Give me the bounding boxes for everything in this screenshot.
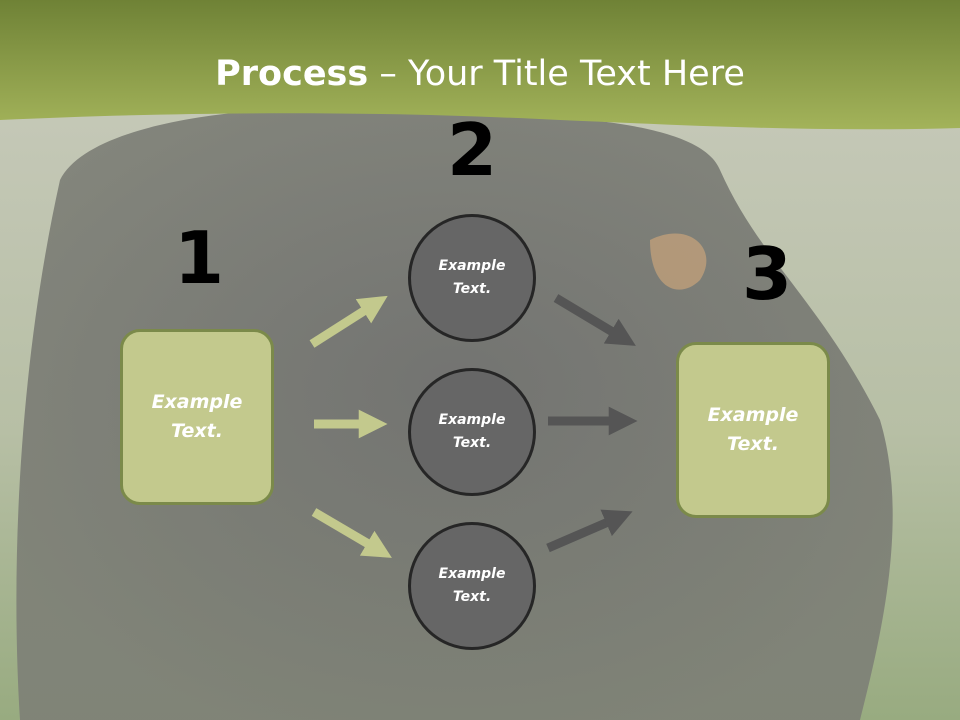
arrow-top-to-3 xyxy=(553,294,636,346)
step-2-circle-middle: Example Text. xyxy=(408,368,536,496)
arrow-bottom-to-3 xyxy=(546,509,633,553)
arrow-1-to-bottom xyxy=(311,508,392,558)
step-1-text: Example Text. xyxy=(151,391,243,442)
step-2-circle-text: Example Text. xyxy=(438,412,506,451)
step-2-circle-text: Example Text. xyxy=(438,566,506,605)
step-3-box: Example Text. xyxy=(676,342,830,518)
page-title: Process – Your Title Text Here xyxy=(0,52,960,96)
arrow-1-to-top xyxy=(309,295,388,348)
step-3-text: Example Text. xyxy=(707,404,799,455)
step-2-circle-text: Example Text. xyxy=(438,258,506,297)
step-number-2: 2 xyxy=(446,108,498,192)
step-2-circle-top: Example Text. xyxy=(408,214,536,342)
step-1-box: Example Text. xyxy=(120,329,274,505)
step-number-3: 3 xyxy=(741,232,793,316)
step-2-circle-bottom: Example Text. xyxy=(408,522,536,650)
step-number-1: 1 xyxy=(173,216,225,300)
title-rest: – Your Title Text Here xyxy=(368,54,745,94)
title-bold: Process xyxy=(215,54,369,94)
